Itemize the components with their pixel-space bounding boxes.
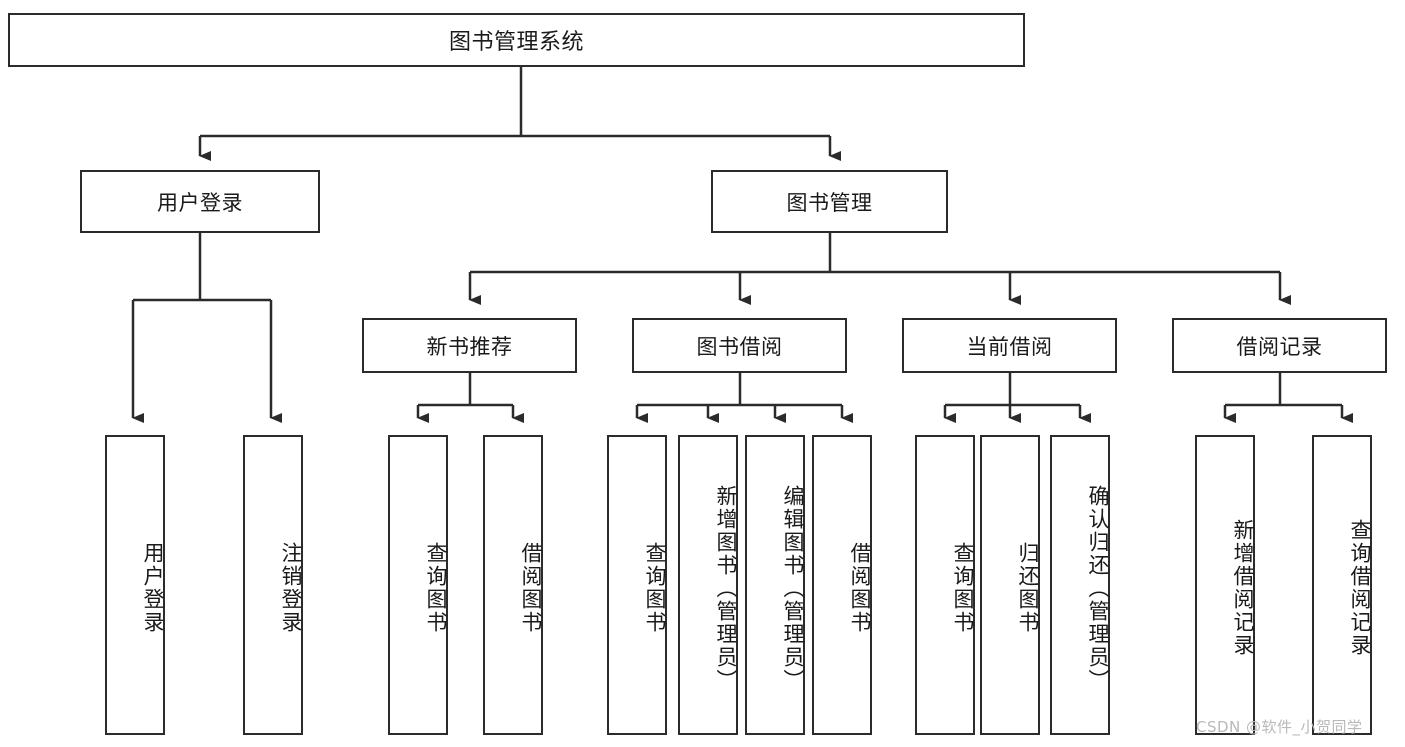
node-leaf-add-book-label: 新增图书（管理员） — [714, 484, 738, 692]
node-leaf-query-record-label: 查询借阅记录 — [1348, 519, 1372, 657]
node-borrow-record-label: 借阅记录 — [1236, 334, 1323, 359]
node-leaf-query-book-1[interactable]: 查询图书 — [388, 435, 448, 735]
node-leaf-borrow-book-2-label: 借阅图书 — [848, 542, 872, 634]
node-leaf-query-book-1-label: 查询图书 — [424, 542, 448, 634]
node-current-borrow-label: 当前借阅 — [966, 334, 1053, 359]
node-leaf-borrow-book-2[interactable]: 借阅图书 — [812, 435, 872, 735]
node-leaf-user-login-label: 用户登录 — [141, 542, 165, 634]
node-leaf-confirm-return-label: 确认归还（管理员） — [1086, 484, 1110, 692]
node-borrow-record[interactable]: 借阅记录 — [1172, 318, 1387, 373]
node-leaf-confirm-return[interactable]: 确认归还（管理员） — [1050, 435, 1110, 735]
node-leaf-borrow-book-1[interactable]: 借阅图书 — [483, 435, 543, 735]
node-book-borrow[interactable]: 图书借阅 — [632, 318, 847, 373]
watermark: CSDN @软件_小贺同学 — [1196, 718, 1363, 736]
node-book-borrow-label: 图书借阅 — [696, 334, 783, 359]
node-root-label: 图书管理系统 — [448, 30, 584, 55]
node-new-book-recommend[interactable]: 新书推荐 — [362, 318, 577, 373]
node-book-management[interactable]: 图书管理 — [711, 170, 948, 233]
node-leaf-return-book-label: 归还图书 — [1016, 542, 1040, 634]
node-leaf-query-book-2[interactable]: 查询图书 — [607, 435, 667, 735]
node-leaf-query-book-2-label: 查询图书 — [643, 542, 667, 634]
node-leaf-logout-login-label: 注销登录 — [279, 542, 303, 634]
node-root[interactable]: 图书管理系统 — [8, 13, 1025, 67]
node-leaf-add-record-label: 新增借阅记录 — [1231, 519, 1255, 657]
node-user-login[interactable]: 用户登录 — [80, 170, 320, 233]
node-book-management-label: 图书管理 — [786, 190, 873, 215]
node-leaf-add-book[interactable]: 新增图书（管理员） — [678, 435, 738, 735]
node-leaf-return-book[interactable]: 归还图书 — [980, 435, 1040, 735]
node-leaf-user-login[interactable]: 用户登录 — [105, 435, 165, 735]
node-current-borrow[interactable]: 当前借阅 — [902, 318, 1117, 373]
node-leaf-edit-book-label: 编辑图书（管理员） — [781, 484, 805, 692]
node-user-login-label: 用户登录 — [157, 190, 243, 215]
node-leaf-query-record[interactable]: 查询借阅记录 — [1312, 435, 1372, 735]
node-new-book-recommend-label: 新书推荐 — [426, 334, 513, 359]
node-leaf-query-book-3-label: 查询图书 — [951, 542, 975, 634]
node-leaf-borrow-book-1-label: 借阅图书 — [519, 542, 543, 634]
node-leaf-query-book-3[interactable]: 查询图书 — [915, 435, 975, 735]
node-leaf-add-record[interactable]: 新增借阅记录 — [1195, 435, 1255, 735]
node-leaf-logout-login[interactable]: 注销登录 — [243, 435, 303, 735]
node-leaf-edit-book[interactable]: 编辑图书（管理员） — [745, 435, 805, 735]
